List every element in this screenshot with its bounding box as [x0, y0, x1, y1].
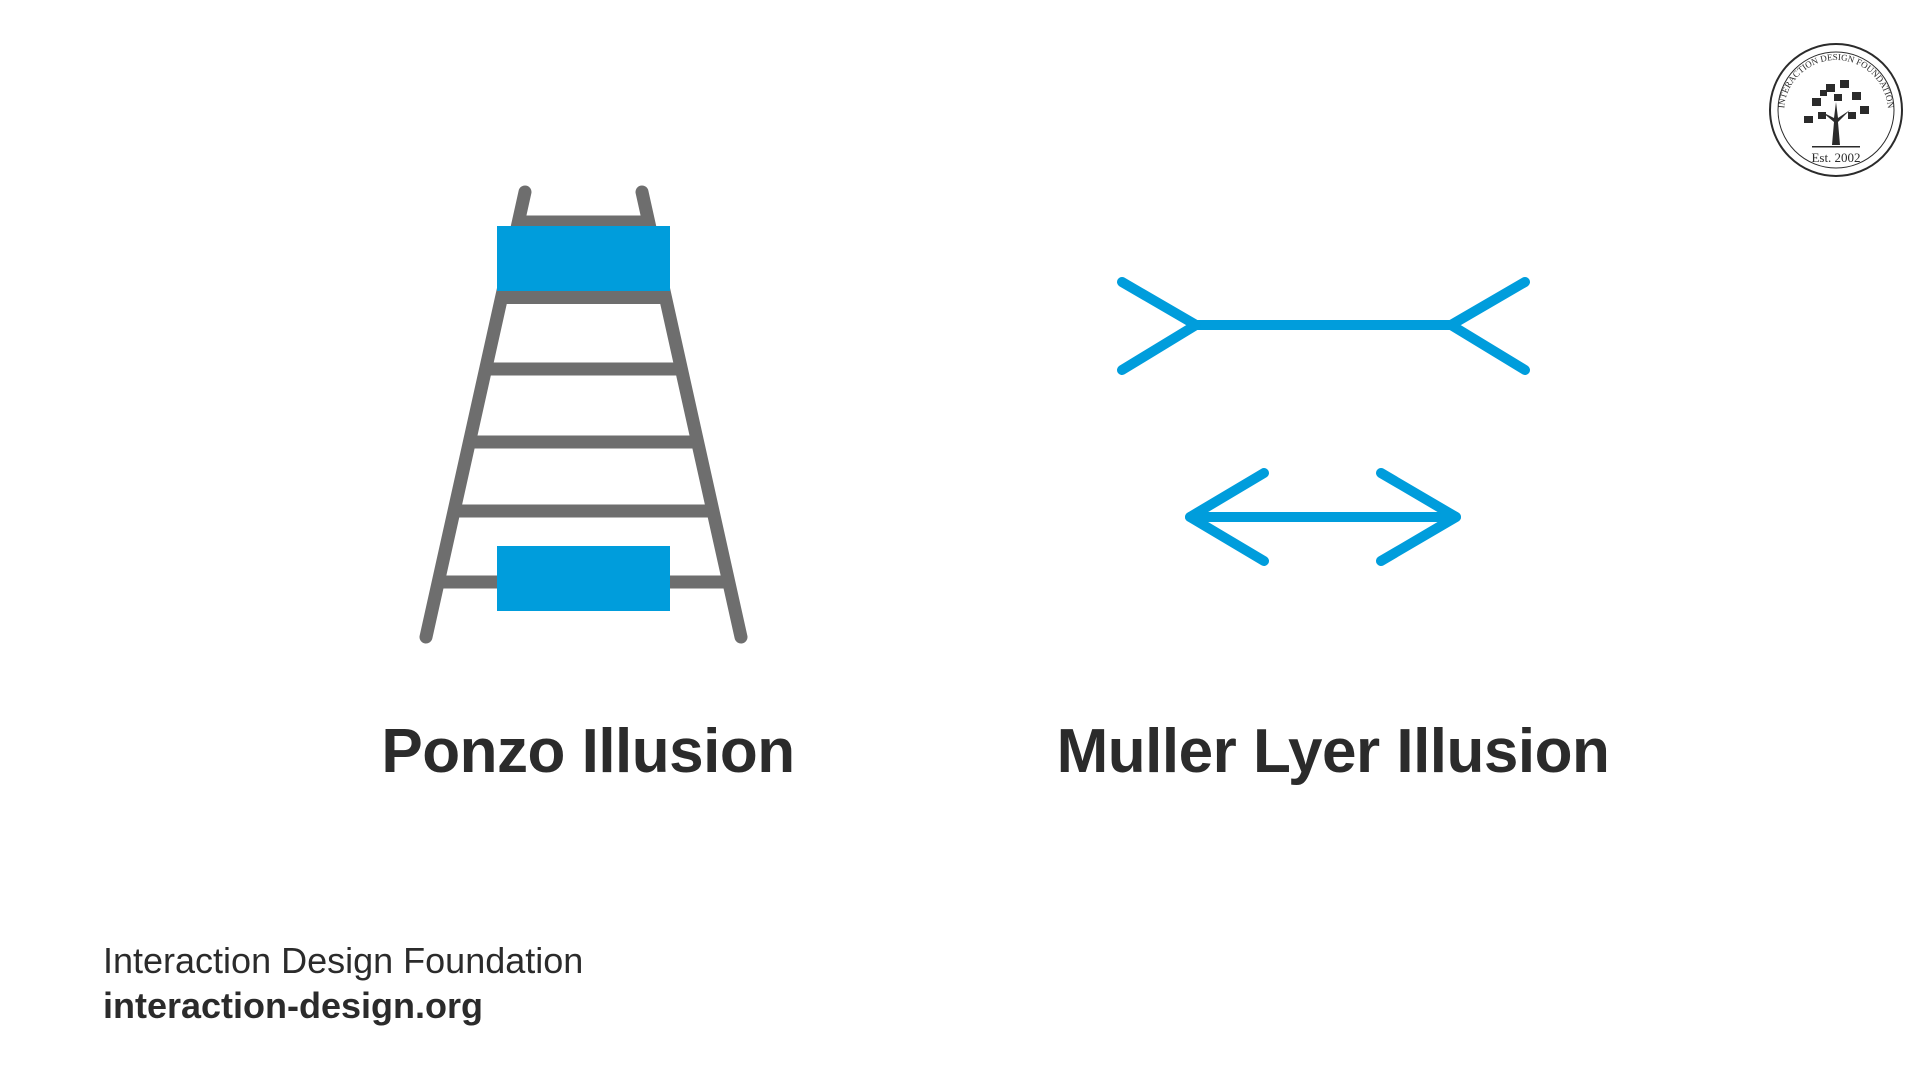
tree-icon — [1804, 80, 1869, 148]
footer-organization: Interaction Design Foundation — [103, 940, 584, 981]
ponzo-illusion-title: Ponzo Illusion — [381, 717, 795, 786]
footer-website-link[interactable]: interaction-design.org — [103, 985, 484, 1026]
muller-top-right-fins — [1446, 277, 1530, 375]
muller-bottom-left-arrowhead — [1185, 468, 1269, 566]
ponzo-bottom-block — [497, 546, 670, 611]
idf-logo: INTERACTION DESIGN FOUNDATION Est. 2002 — [1769, 43, 1903, 177]
ponzo-top-block — [497, 226, 670, 291]
muller-lyer-illusion-title: Muller Lyer Illusion — [1056, 717, 1610, 786]
muller-lyer-figure — [1117, 277, 1530, 566]
svg-text:Est. 2002: Est. 2002 — [1811, 150, 1860, 165]
muller-bottom-right-arrowhead — [1376, 468, 1461, 566]
muller-top-left-fins — [1117, 277, 1201, 375]
